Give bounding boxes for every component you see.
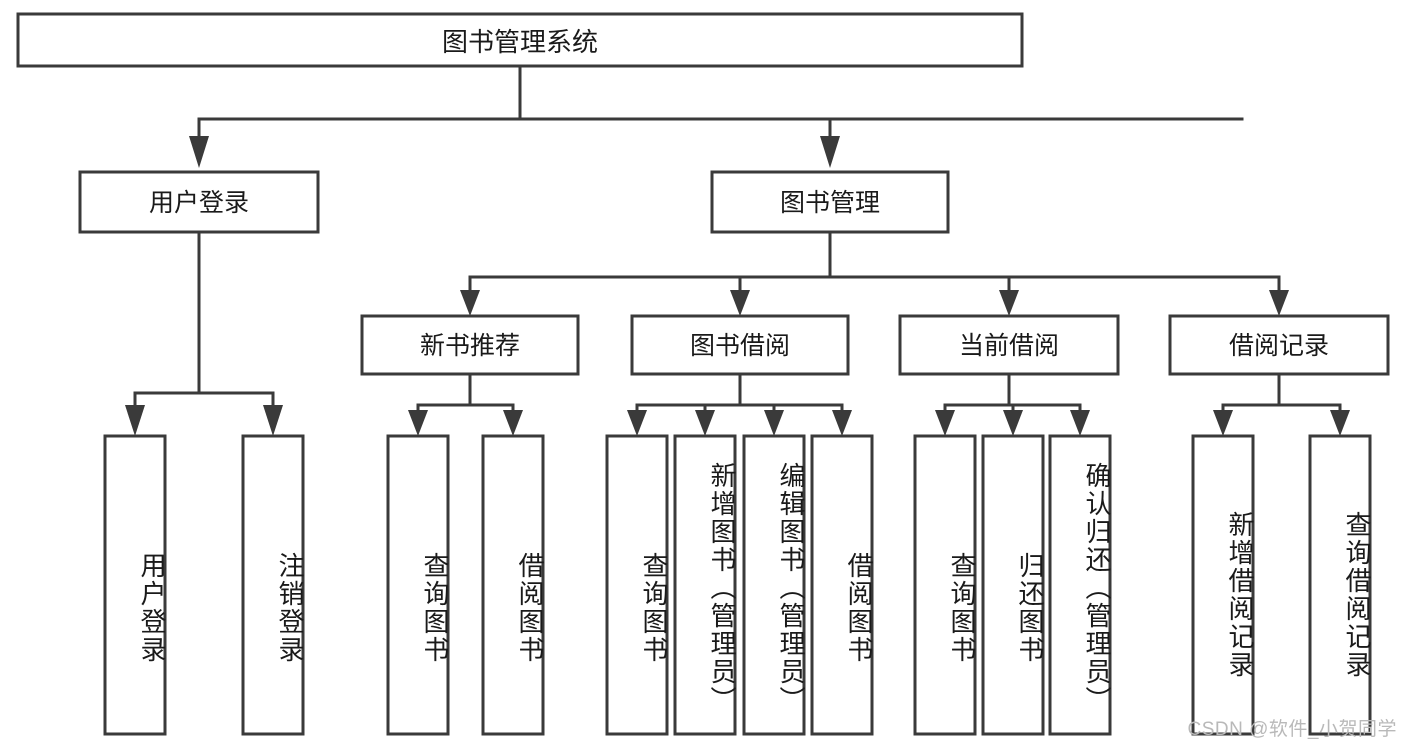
leaf-box-query-book-1[interactable]	[386, 434, 450, 736]
node-user-login-label: 用户登录	[149, 189, 249, 217]
leaf-box-user-logout[interactable]	[241, 434, 305, 736]
connector-root-to-level1	[189, 64, 1244, 168]
connector-book-borrow-to-leaves	[627, 372, 852, 436]
node-root-label: 图书管理系统	[442, 27, 598, 57]
node-current-borrow-label: 当前借阅	[959, 332, 1059, 360]
node-borrow-record[interactable]: 借阅记录	[1168, 314, 1390, 376]
leaf-box-add-record[interactable]	[1191, 434, 1255, 736]
connector-book-manage-to-level2	[460, 230, 1289, 316]
leaf-box-edit-book[interactable]	[742, 434, 806, 736]
node-new-book-recommend-label: 新书推荐	[420, 332, 520, 360]
leaf-box-return-book[interactable]	[981, 434, 1045, 736]
connector-current-borrow-to-leaves	[935, 372, 1090, 436]
connector-borrow-record-to-leaves	[1213, 372, 1350, 436]
arrowhead-to-book-manage	[820, 136, 840, 168]
leaf-box-add-book[interactable]	[673, 434, 737, 736]
arrowhead-to-user-login	[189, 136, 209, 168]
csdn-watermark: CSDN @软件_小贺同学	[1187, 719, 1397, 740]
leaf-box-borrow-book-2[interactable]	[810, 434, 874, 736]
node-user-login-box[interactable]	[78, 170, 320, 234]
node-current-borrow[interactable]: 当前借阅	[898, 314, 1120, 376]
leaf-box-confirm-return[interactable]	[1048, 434, 1112, 736]
leaf-box-query-book-3[interactable]	[913, 434, 977, 736]
node-borrow-record-label: 借阅记录	[1229, 332, 1329, 360]
node-new-book-recommend[interactable]: 新书推荐	[360, 314, 580, 376]
node-book-manage-label: 图书管理	[780, 189, 880, 217]
node-user-login[interactable]: 用户登录	[78, 170, 320, 234]
node-new-book-recommend-box[interactable]	[360, 314, 580, 376]
node-book-borrow[interactable]: 图书借阅	[630, 314, 850, 376]
node-book-manage[interactable]: 图书管理	[710, 170, 950, 234]
leaf-box-query-record[interactable]	[1308, 434, 1372, 736]
node-current-borrow-box[interactable]	[898, 314, 1120, 376]
leaf-box-user-login[interactable]	[103, 434, 167, 736]
node-root[interactable]: 图书管理系统	[16, 12, 1024, 68]
connector-new-book-recommend-to-leaves	[408, 372, 523, 436]
leaf-box-query-book-2[interactable]	[605, 434, 669, 736]
node-book-borrow-label: 图书借阅	[690, 332, 790, 360]
connector-user-login-to-leaves	[125, 230, 283, 436]
node-root-box[interactable]	[16, 12, 1024, 68]
leaf-box-borrow-book-1[interactable]	[481, 434, 545, 736]
